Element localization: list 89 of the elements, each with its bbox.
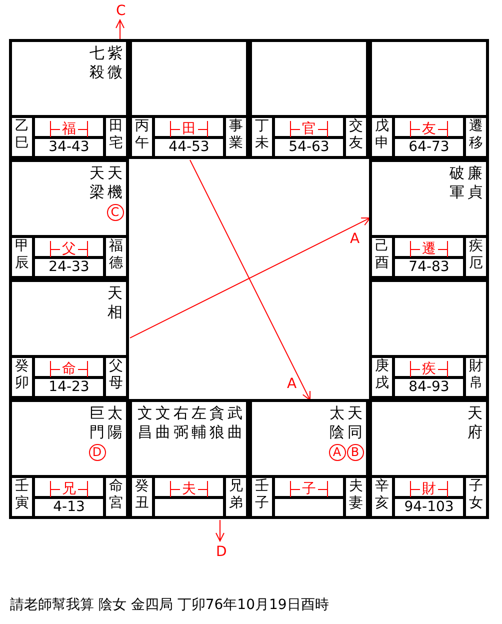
arrow (116, 20, 125, 40)
palace-tag: 兄 (50, 481, 88, 497)
star-name: 貪狼 (210, 404, 224, 442)
palace-name: 疾厄 (469, 238, 483, 273)
palace-tag: 福 (50, 121, 88, 137)
age-range: 74-83 (408, 259, 450, 275)
palace-tag: 財 (410, 481, 448, 497)
palace-tag: 父 (50, 241, 88, 257)
age-range: 44-53 (168, 139, 210, 155)
caption: 請老師幫我算 陰女 金四局 丁卯76年10月19日酉時 (10, 596, 329, 614)
palace-cell (9, 279, 129, 399)
palace-tag: 友 (410, 121, 448, 137)
palace-name: 財帛 (469, 358, 483, 393)
stem-branch-label: 辛亥 (375, 478, 389, 513)
palace-tag: 夫 (170, 481, 208, 497)
star-name: 文昌 (138, 404, 152, 442)
palace-cell (249, 39, 369, 159)
star-name: 左輔 (192, 404, 206, 442)
edge-label: D (215, 545, 228, 559)
stem-branch-label: 庚戌 (375, 358, 389, 393)
star-name: 紫微 (108, 44, 122, 82)
palace-cell (129, 39, 249, 159)
age-range: 64-73 (408, 139, 450, 155)
palace-cell (249, 399, 369, 519)
palace-name: 子女 (469, 478, 483, 513)
circled-letter: B (346, 444, 364, 461)
stem-branch-label: 丙午 (135, 118, 149, 153)
age-range: 4-13 (53, 499, 85, 515)
age-range: 54-63 (288, 139, 330, 155)
star-name: 天府 (468, 404, 482, 442)
age-range: 94-103 (404, 499, 454, 515)
palace-tag: 官 (290, 121, 328, 137)
circled-letter: C (106, 204, 124, 221)
stem-branch-label: 癸卯 (15, 358, 29, 393)
palace-cell (9, 159, 129, 279)
star-name: 破軍 (450, 164, 464, 202)
age-range: 84-93 (408, 379, 450, 395)
palace-tag: 田 (170, 121, 208, 137)
stem-branch-label: 乙巳 (15, 118, 29, 153)
palace-tag: 命 (50, 361, 88, 377)
stem-branch-label: 丁未 (255, 118, 269, 153)
stem-branch-label: 壬寅 (15, 478, 29, 513)
star-name: 天機 (108, 164, 122, 202)
star-name: 天相 (108, 284, 122, 322)
age-range: 24-33 (48, 259, 90, 275)
star-name: 七殺 (90, 44, 104, 82)
palace-cell (369, 39, 489, 159)
palace-tag: 遷 (410, 241, 448, 257)
palace-name: 遷移 (469, 118, 483, 153)
age-range: 34-43 (48, 139, 90, 155)
circled-letter: D (88, 444, 106, 461)
arrow (190, 160, 310, 400)
palace-tag: 疾 (410, 361, 448, 377)
star-name: 武曲 (228, 404, 242, 442)
stem-branch-label: 甲辰 (15, 238, 29, 273)
circled-letter: A (328, 444, 346, 461)
edge-label: A (286, 377, 298, 391)
star-name: 廉貞 (468, 164, 482, 202)
star-name: 右弼 (174, 404, 188, 442)
edge-label: C (115, 4, 127, 18)
palace-name: 命宮 (109, 478, 123, 513)
star-name: 巨門 (90, 404, 104, 442)
palace-name: 田宅 (109, 118, 123, 153)
palace-name: 事業 (229, 118, 243, 153)
palace-tag: 子 (290, 481, 328, 497)
stem-branch-label: 戊申 (375, 118, 389, 153)
star-name: 文曲 (156, 404, 170, 442)
stem-branch-label: 癸丑 (135, 478, 149, 513)
star-name: 天梁 (90, 164, 104, 202)
star-name: 太陽 (108, 404, 122, 442)
palace-cell (369, 279, 489, 399)
palace-cell (129, 399, 249, 519)
arrow (216, 520, 224, 542)
stem-branch-label: 己酉 (375, 238, 389, 273)
stem-branch-label: 壬子 (255, 478, 269, 513)
arrow (130, 217, 370, 338)
star-name: 天同 (348, 404, 362, 442)
palace-cell (9, 399, 129, 519)
age-range: 14-23 (48, 379, 90, 395)
palace-name: 交友 (349, 118, 363, 153)
palace-cell (369, 159, 489, 279)
star-name: 太陰 (330, 404, 344, 442)
palace-name: 福德 (109, 238, 123, 273)
palace-cell (9, 39, 129, 159)
palace-name: 夫妻 (349, 478, 363, 513)
palace-name: 兄弟 (229, 478, 243, 513)
palace-name: 父母 (109, 358, 123, 393)
palace-cell (369, 399, 489, 519)
edge-label: A (349, 232, 361, 246)
